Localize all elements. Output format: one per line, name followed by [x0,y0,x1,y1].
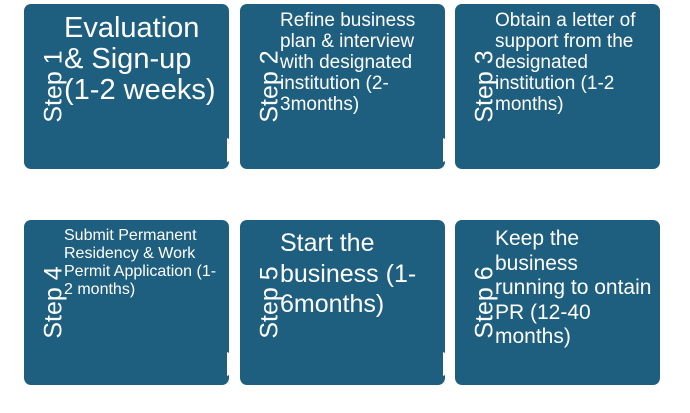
step-card-5: Step 5 Start the business (1-6months) [240,220,445,385]
step-label: Step 3 [470,50,499,123]
step-label: Step 2 [255,50,284,123]
step-label: Step 1 [39,50,68,123]
step-card-1: Step 1 Evaluation & Sign-up (1-2 weeks) [24,4,229,169]
step-text: Keep the business running to ontain PR (… [495,227,652,349]
step-text: Evaluation & Sign-up (1-2 weeks) [64,12,216,107]
step-label: Step 5 [255,266,284,339]
step-label: Step 4 [39,266,68,339]
step-text: Submit Permanent Residency & Work Permit… [64,227,217,299]
step-text: Obtain a letter of support from the desi… [495,10,636,115]
step-text: Start the business (1-6months) [280,229,417,318]
step-text: Refine business plan & interview with de… [280,10,416,115]
step-label: Step 6 [470,266,499,339]
step-card-6: Step 6 Keep the business running to onta… [455,220,660,385]
step-card-3: Step 3 Obtain a letter of support from t… [455,4,660,169]
step-card-4: Step 4 Submit Permanent Residency & Work… [24,220,229,385]
step-card-2: Step 2 Refine business plan & interview … [240,4,445,169]
